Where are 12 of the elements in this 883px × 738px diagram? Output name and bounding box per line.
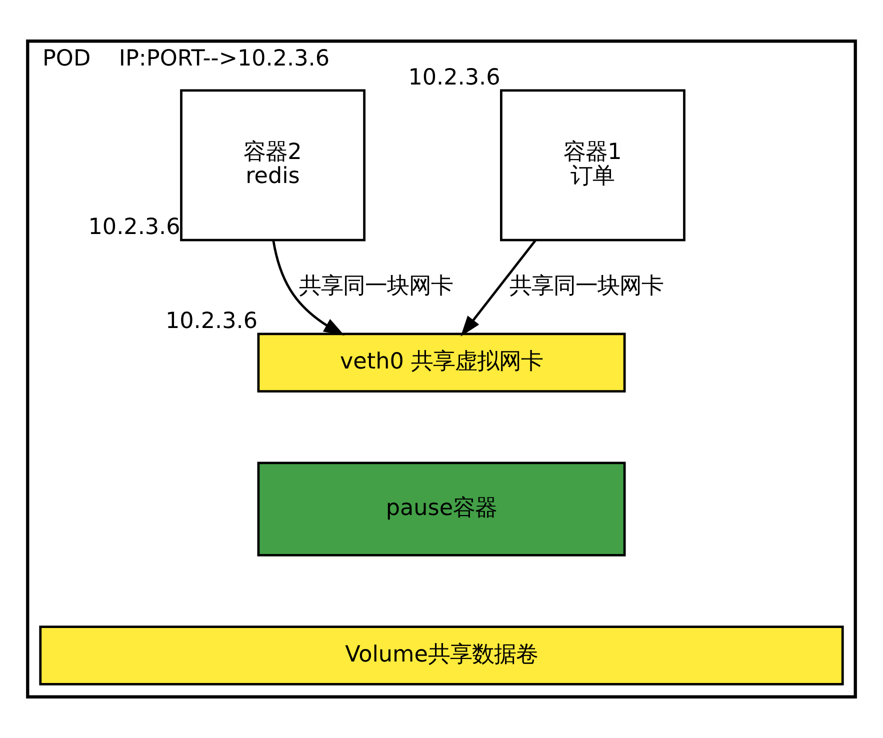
node-box: Volume共享数据卷 [39,626,844,686]
node-box: pause容器 [257,462,626,556]
arrow [272,240,345,336]
node-label: 10.2.3.6 [165,308,258,334]
node-label: 10.2.3.6 [408,64,500,90]
edge-label: 共享同一块网卡 [299,272,454,299]
node-box: 容器1 订单 [500,89,686,242]
arrow [460,240,536,336]
edge-label: 共享同一块网卡 [509,272,664,299]
node-label: 10.2.3.6 [88,214,180,240]
node-box: 容器2 redis [180,89,366,242]
node-box: veth0 共享虚拟网卡 [257,332,626,392]
